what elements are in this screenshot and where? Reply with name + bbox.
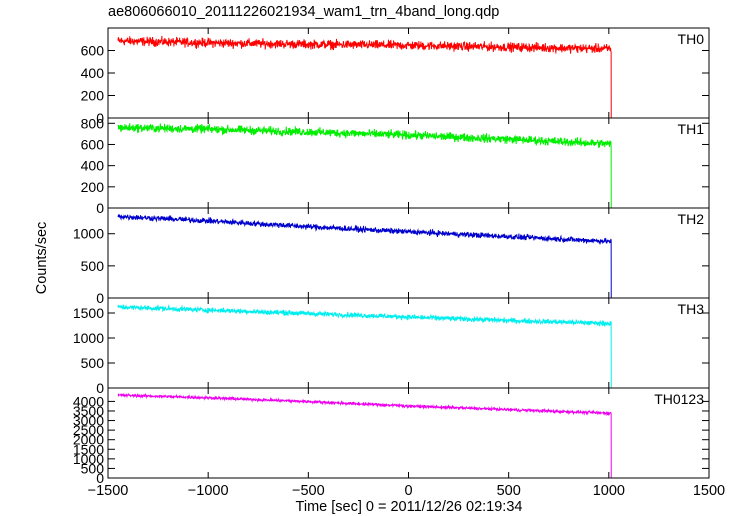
y-tick-label: 200 (81, 88, 105, 104)
panel-frame (107, 387, 710, 479)
y-tick-label: 2000 (73, 432, 104, 448)
x-axis-title: Time [sec] 0 = 2011/12/26 02:19:34 (296, 499, 523, 515)
chart-title: ae806066010_20111226021934_wam1_trn_4ban… (108, 4, 499, 20)
y-tick-label: 500 (81, 258, 105, 274)
x-tick-label: −1000 (188, 483, 229, 499)
panel-th2: 0 500 1000 TH2 (73, 207, 710, 306)
series-line-th1 (117, 123, 695, 209)
y-tick-label: 800 (81, 115, 105, 131)
series-line-th2 (117, 213, 695, 299)
panel-th3: 0 500 1000 1500 TH3 (73, 297, 710, 396)
y-tick-label: 1000 (73, 330, 104, 346)
y-tick-label: 500 (81, 355, 105, 371)
panel-frame (107, 297, 710, 389)
y-tick-label: 0 (96, 110, 104, 126)
x-axis-tick-labels: −1500 −1000 −500 0 500 1000 1500 (88, 483, 726, 499)
y-tick-label: 2500 (73, 422, 104, 438)
panel-th1: 0 200 400 600 800 TH1 (81, 115, 710, 216)
panel-label: TH3 (678, 301, 705, 317)
y-tick-label: 3500 (73, 403, 104, 419)
series-line-th0 (117, 35, 695, 119)
y-tick-label: 4000 (73, 393, 104, 409)
y-tick-label: 400 (81, 65, 105, 81)
x-tick-label: 1000 (593, 483, 625, 499)
panel-th0: 0 200 400 600 TH0 (81, 27, 710, 126)
x-tick-label: −500 (292, 483, 325, 499)
y-tick-label: 500 (81, 460, 105, 476)
y-tick-label: 0 (96, 290, 104, 306)
y-tick-label: 600 (81, 43, 105, 59)
y-tick-label: 3000 (73, 413, 104, 429)
panel-label: TH1 (678, 121, 705, 137)
x-tick-label: 500 (497, 483, 521, 499)
x-tick-label: 1500 (693, 483, 725, 499)
y-tick-label: 1500 (73, 441, 104, 457)
y-tick-label: 1000 (73, 451, 104, 467)
y-tick-label: 600 (81, 136, 105, 152)
y-tick-label: 0 (96, 380, 104, 396)
x-tick-label: 0 (404, 483, 412, 499)
y-tick-label: 0 (96, 200, 104, 216)
y-tick-label: 0 (96, 470, 104, 486)
y-tick-label: 1500 (73, 305, 104, 321)
y-tick-label: 1000 (73, 226, 104, 242)
panel-frame (107, 117, 710, 209)
y-tick-label: 200 (81, 179, 105, 195)
x-tick-label: −1500 (88, 483, 129, 499)
series-line-th3 (117, 303, 695, 389)
y-axis-title: Counts/sec (34, 222, 50, 295)
panel-label: TH2 (678, 211, 705, 227)
series-line-th0123 (117, 392, 695, 479)
panel-label: TH0 (678, 31, 705, 47)
y-tick-label: 400 (81, 158, 105, 174)
panel-label: TH0123 (654, 391, 704, 407)
